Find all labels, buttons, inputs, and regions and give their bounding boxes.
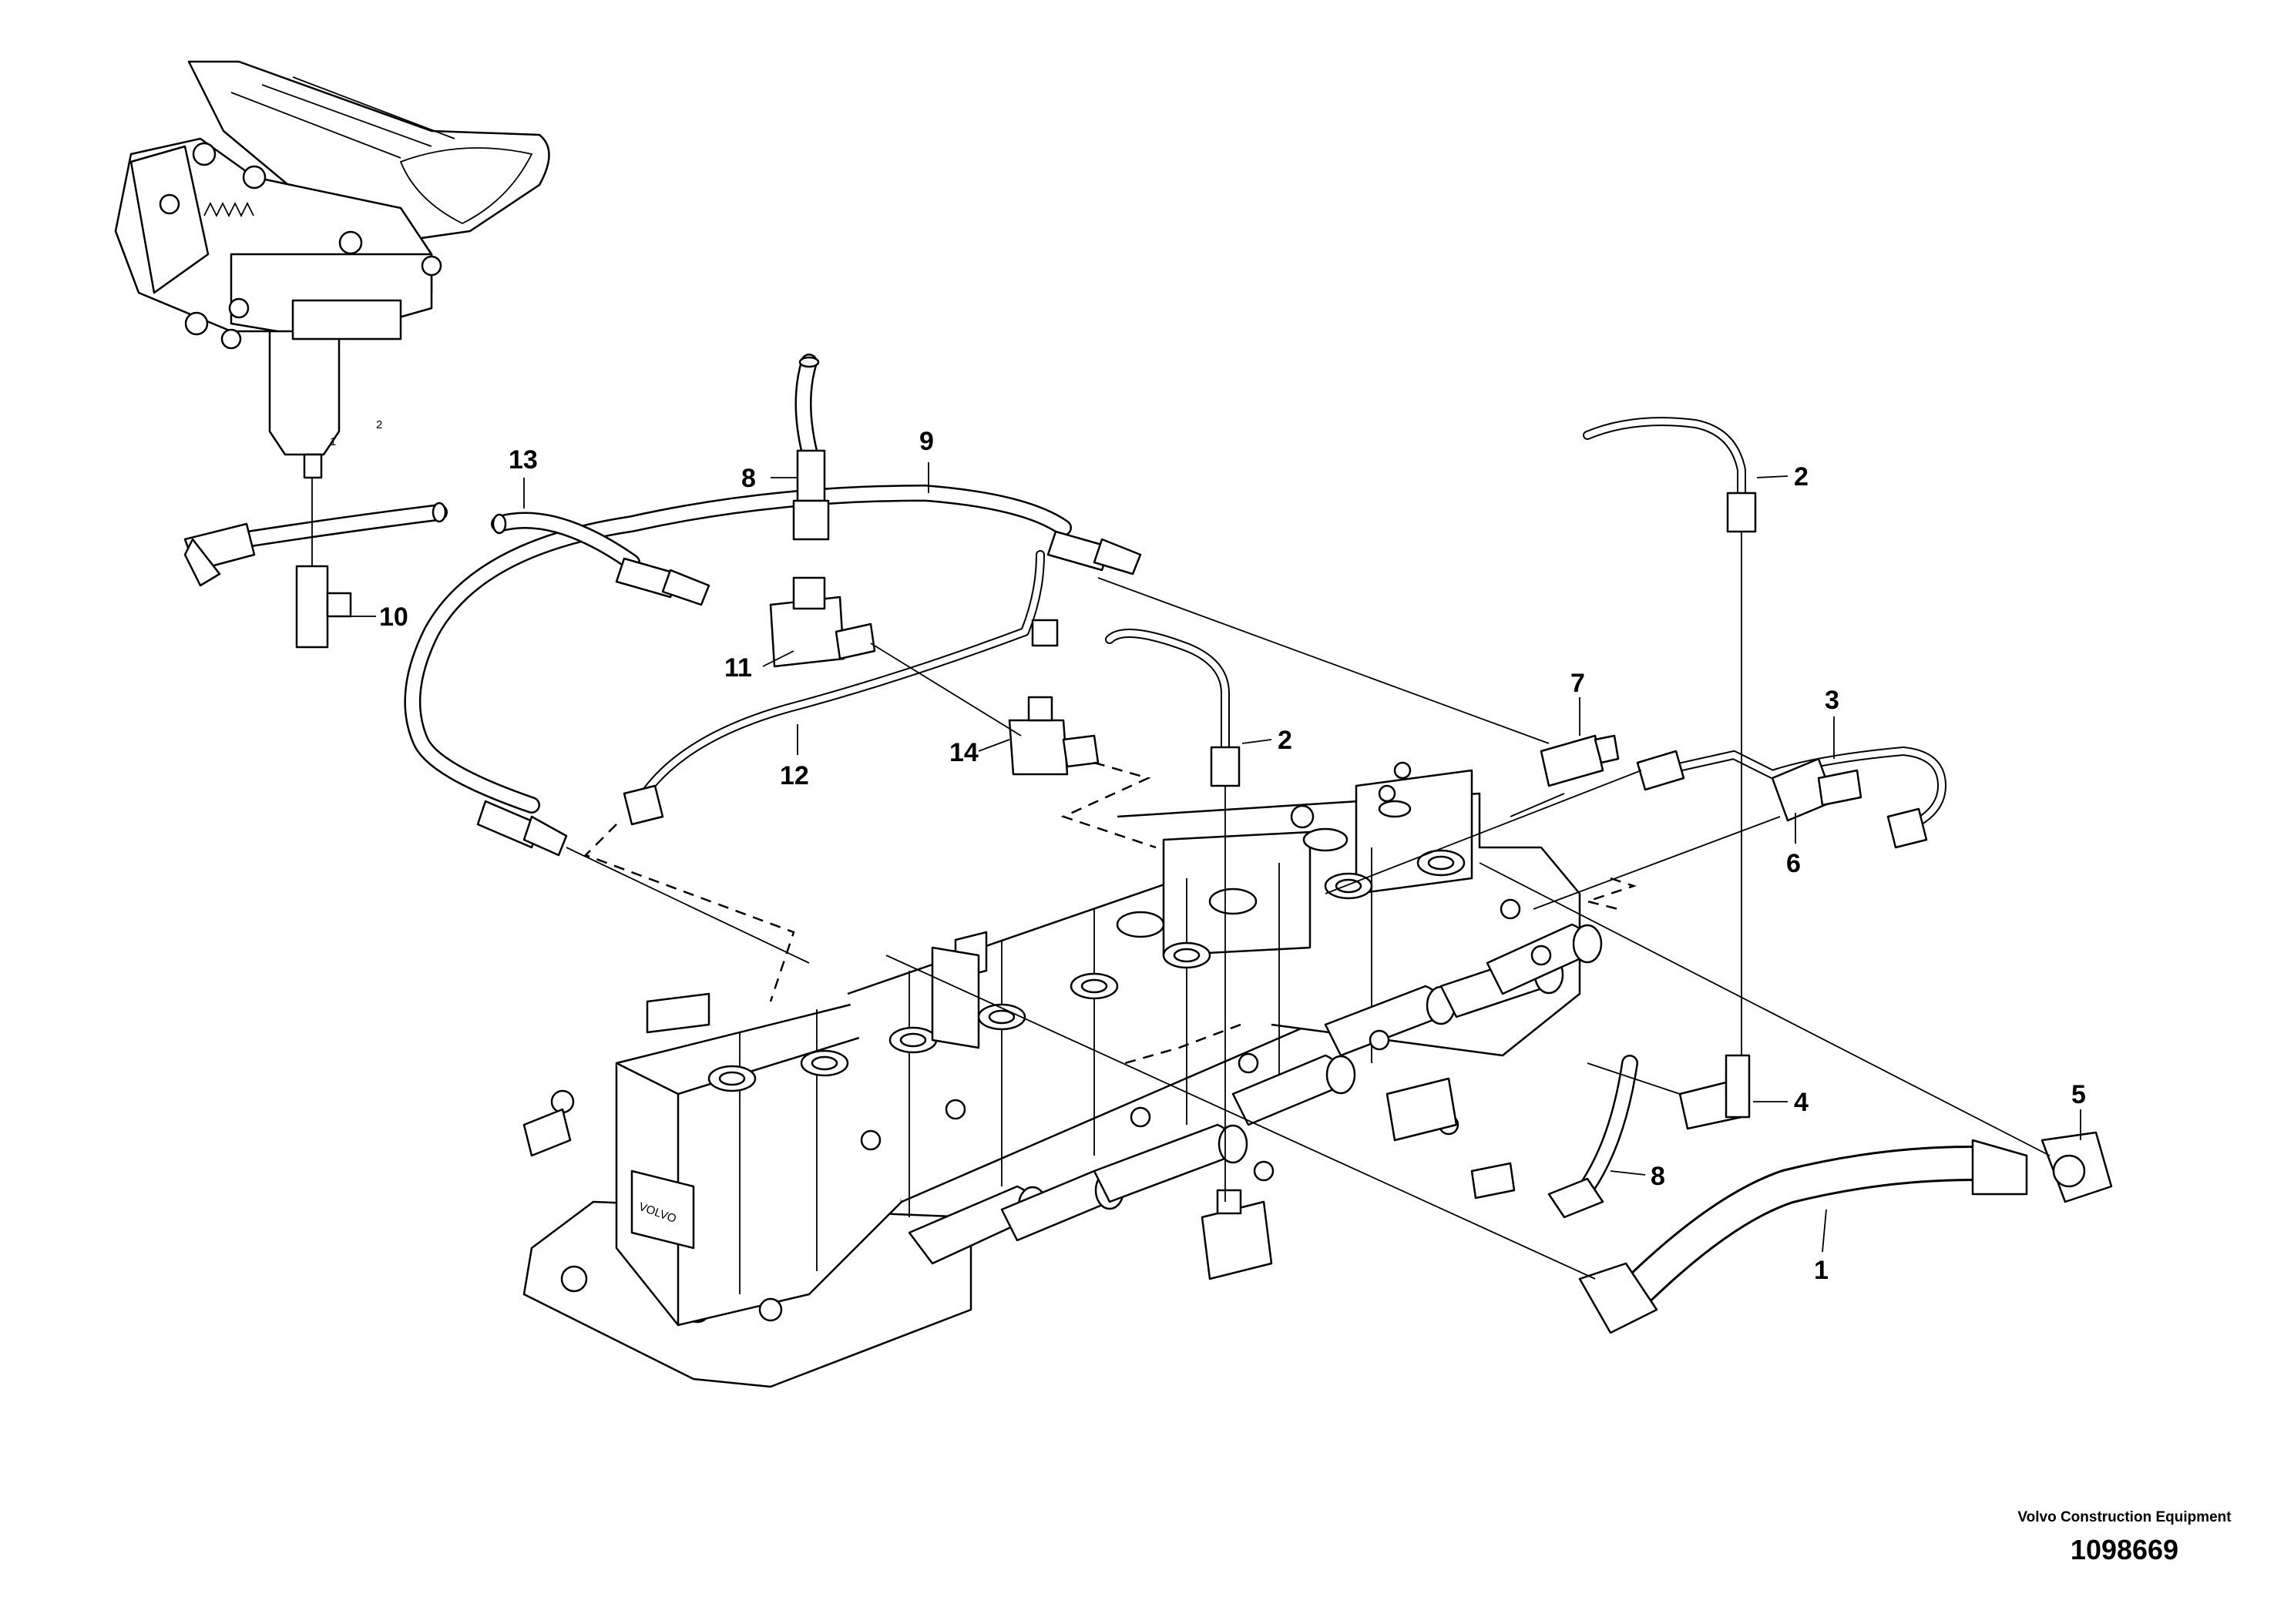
callout-6: 6 — [1786, 849, 1801, 878]
callout-13: 13 — [509, 445, 538, 475]
fitting-7 — [1540, 734, 1620, 787]
connection-lines — [311, 478, 2050, 1280]
callout-4: 4 — [1794, 1088, 1809, 1117]
pipe-2-left — [1105, 629, 1241, 787]
fitting-tee-bottom — [1201, 1189, 1273, 1280]
pedal-port-label-1: 1 — [330, 435, 336, 448]
callout-2-left: 2 — [1278, 726, 1292, 755]
callout-9: 9 — [919, 427, 934, 456]
pedal-port-label-2: 2 — [376, 418, 382, 431]
manufacturer-label: Volvo Construction Equipment — [2017, 1509, 2232, 1525]
pipe-12 — [623, 550, 1059, 826]
pipe-3 — [1636, 747, 1946, 849]
hose-8-top — [792, 354, 830, 541]
callouts: 1 2 2 3 4 5 6 7 8 8 9 10 11 12 13 14 — [351, 427, 2086, 1285]
hose-8-bottom — [1547, 1055, 1638, 1219]
pipe-2-right — [1583, 417, 1757, 533]
hose-1 — [1578, 1139, 2028, 1334]
hose-13 — [491, 512, 710, 606]
fitting-6 — [1771, 757, 1862, 822]
callout-2-right: 2 — [1794, 462, 1809, 492]
fitting-right-cluster — [1385, 1077, 1516, 1200]
elbow-fitting-5 — [2040, 1131, 2113, 1203]
callout-7: 7 — [1570, 669, 1585, 698]
callout-3: 3 — [1825, 686, 1839, 715]
elbow-fitting-4 — [1678, 1054, 1751, 1130]
tee-fitting-14 — [1008, 696, 1100, 776]
callout-1: 1 — [1814, 1256, 1829, 1285]
foot-pedal-assembly: 1 2 — [114, 60, 550, 479]
callout-8-bottom: 8 — [1651, 1162, 1665, 1191]
callout-5: 5 — [2071, 1080, 2086, 1109]
document-number: 1098669 — [2070, 1534, 2179, 1565]
callout-12: 12 — [780, 761, 809, 790]
control-valve-block: VOLVO — [522, 761, 1603, 1388]
callout-8-top: 8 — [741, 464, 756, 493]
tee-fitting-10 — [295, 565, 352, 649]
callout-11: 11 — [724, 653, 752, 683]
diagram-footer: Volvo Construction Equipment 1098669 — [2009, 1508, 2240, 1567]
tee-fitting-11 — [769, 576, 876, 668]
callout-10: 10 — [379, 602, 408, 632]
callout-14: 14 — [949, 738, 979, 767]
hose-9 — [404, 485, 1142, 857]
pedal-hose — [183, 502, 448, 587]
